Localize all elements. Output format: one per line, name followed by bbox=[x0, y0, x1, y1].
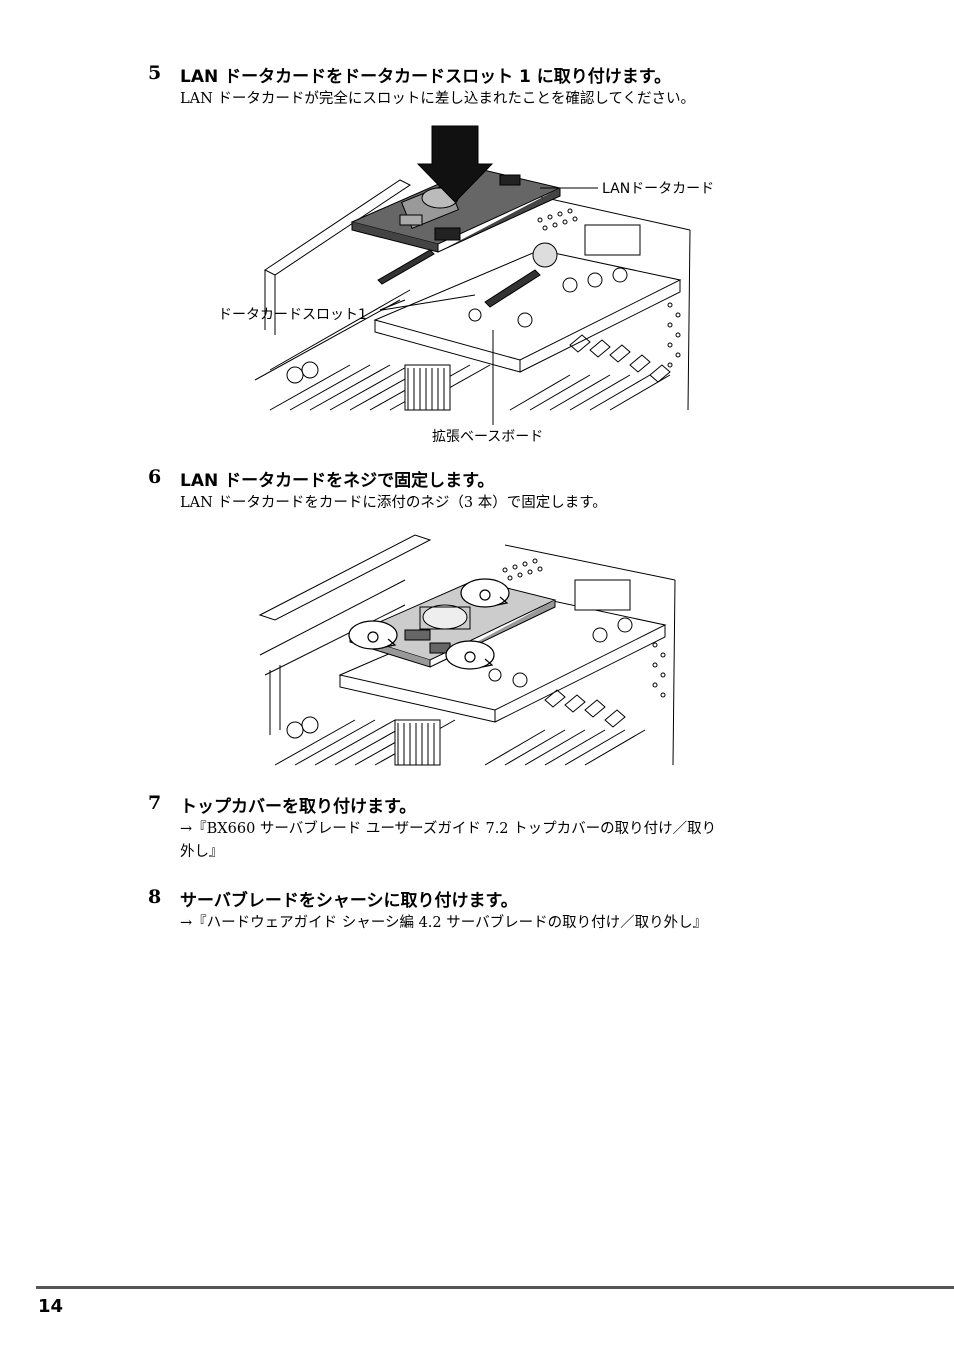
step-title: トップカバーを取り付けます。 bbox=[180, 797, 417, 817]
step-description: LAN ドータカードが完全にスロットに差し込まれたことを確認してください。 bbox=[180, 88, 840, 111]
step-title: LAN ドータカードをネジで固定します。 bbox=[180, 471, 495, 491]
callout-card-slot: ドータカードスロット1 bbox=[218, 307, 367, 323]
step-title: LAN ドータカードをドータカードスロット 1 に取り付けます。 bbox=[180, 67, 672, 87]
step-text-line: →『BX660 サーバブレード ユーザーズガイド 7.2 トップカバーの取り付け… bbox=[180, 821, 717, 837]
step-description: LAN ドータカードをカードに添付のネジ（3 本）で固定します。 bbox=[180, 492, 840, 515]
step-number: 7 bbox=[148, 792, 162, 814]
figure-secure-screws bbox=[255, 525, 695, 775]
step-description: →『BX660 サーバブレード ユーザーズガイド 7.2 トップカバーの取り付け… bbox=[180, 818, 840, 864]
step-description: →『ハードウェアガイド シャーシ編 4.2 サーバブレードの取り付け／取り外し』 bbox=[180, 912, 840, 935]
step-number: 6 bbox=[148, 466, 162, 488]
figure-insert-card: LANドータカード ドータカードスロット1 拡張ベースボード bbox=[210, 120, 730, 450]
footer-rule bbox=[36, 1286, 954, 1289]
step-title: サーバブレードをシャーシに取り付けます。 bbox=[180, 891, 518, 911]
step-number: 8 bbox=[148, 886, 162, 908]
step-text-line: →『ハードウェアガイド シャーシ編 4.2 サーバブレードの取り付け／取り外し』 bbox=[180, 915, 708, 931]
step-text-line: LAN ドータカードが完全にスロットに差し込まれたことを確認してください。 bbox=[180, 91, 696, 107]
callout-base-board: 拡張ベースボード bbox=[432, 429, 544, 445]
step-number: 5 bbox=[148, 62, 162, 84]
step-text-line: LAN ドータカードをカードに添付のネジ（3 本）で固定します。 bbox=[180, 495, 607, 511]
page-number: 14 bbox=[38, 1296, 64, 1317]
callout-lan-card: LANドータカード bbox=[602, 181, 715, 197]
step-text-line: 外し』 bbox=[180, 844, 224, 860]
illustration-insert-card bbox=[254, 125, 691, 425]
illustration-secure-screws bbox=[258, 534, 676, 766]
